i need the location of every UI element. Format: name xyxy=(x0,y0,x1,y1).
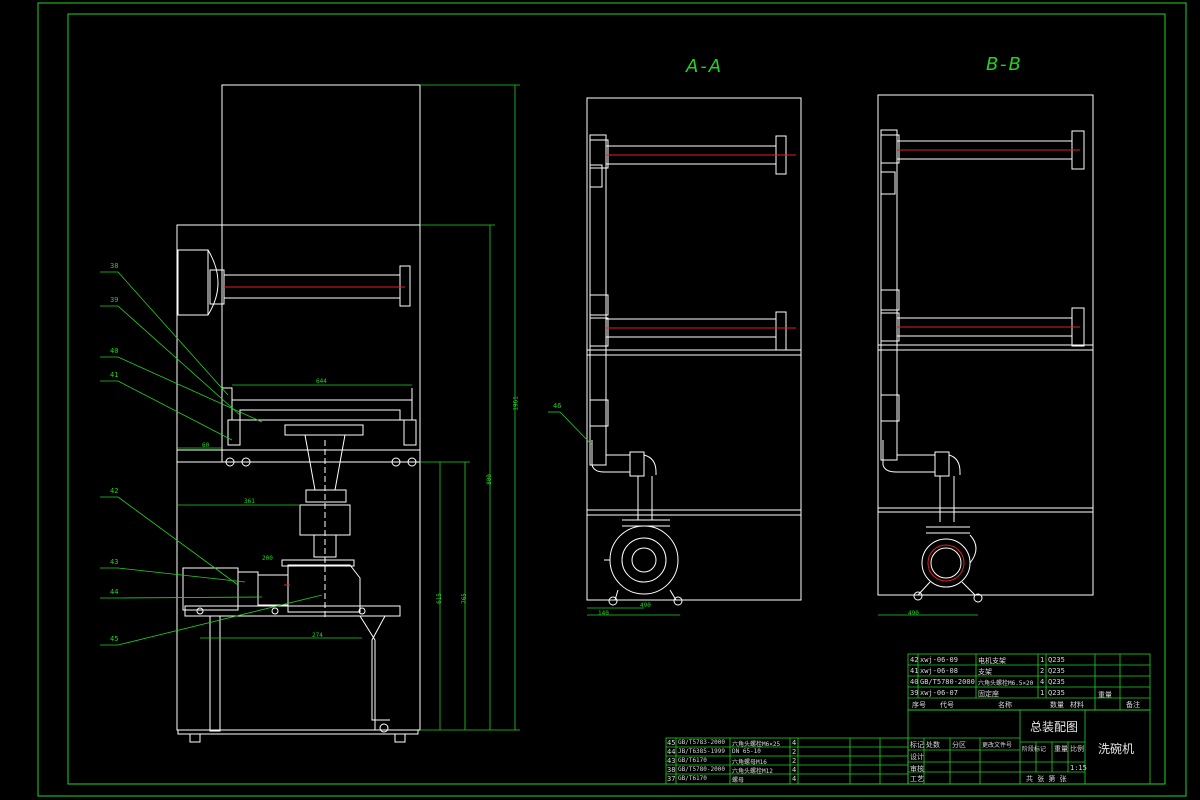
callout-45: 45 xyxy=(110,635,119,643)
part-qty: 2 xyxy=(792,757,797,765)
sheet-text: 共 张 第 张 xyxy=(1026,775,1067,783)
part-no: 38 xyxy=(667,766,676,774)
part-name: 六角头螺栓M12 xyxy=(732,768,773,775)
part-name: 六角头螺栓M6.5×20 xyxy=(978,680,1034,687)
part-code: GB/T5780-2000 xyxy=(678,766,725,773)
part-name: 支架 xyxy=(978,668,992,676)
part-code: GB/T5780-2000 xyxy=(920,678,975,686)
part-qty: 4 xyxy=(1040,678,1045,686)
section-a-centerlines xyxy=(606,154,796,329)
part-name: DN 65-10 xyxy=(732,748,761,755)
header-code: 代号 xyxy=(940,701,954,709)
part-code: GB/T5783-2000 xyxy=(678,739,725,746)
part-no: 45 xyxy=(667,739,676,747)
section-a-dims xyxy=(548,411,680,616)
part-name: 六角头螺栓M6×25 xyxy=(732,741,781,748)
part-code: xwj-06-08 xyxy=(920,667,958,675)
part-code: JB/T6385-1999 xyxy=(678,748,725,755)
main-dimension-lines xyxy=(177,84,520,731)
field-label: 比例 xyxy=(1070,745,1084,753)
header-weight: 重量 xyxy=(1098,691,1112,699)
inner-border xyxy=(67,13,1166,785)
dim-motor-offset: 200 xyxy=(262,555,273,562)
callout-39: 39 xyxy=(110,296,119,304)
part-qty: 1 xyxy=(1040,689,1045,697)
dim-a-base-left: 140 xyxy=(598,610,609,617)
section-b-view xyxy=(877,94,1094,603)
part-no: 39 xyxy=(910,689,919,697)
part-code: xwj-06-09 xyxy=(920,656,958,664)
dim-height-upper: 800 xyxy=(485,474,493,485)
field-label: 分区 xyxy=(952,741,966,749)
header-no: 序号 xyxy=(912,701,926,709)
part-code: xwj-06-07 xyxy=(920,689,958,697)
callout-46: 46 xyxy=(553,402,562,410)
callout-41: 41 xyxy=(110,371,119,379)
dim-a-base: 490 xyxy=(640,602,651,609)
part-no: 37 xyxy=(667,775,676,783)
part-no: 42 xyxy=(910,656,919,664)
scale-value: 1:15 xyxy=(1070,764,1087,772)
dim-height-mid: 765 xyxy=(460,593,468,604)
part-qty: 2 xyxy=(1040,667,1045,675)
field-label: 重量 xyxy=(1054,745,1068,753)
sign-row: 标记 xyxy=(910,741,924,749)
callout-44: 44 xyxy=(110,588,119,596)
section-b-label: B-B xyxy=(986,54,1023,75)
title-block-grid xyxy=(665,653,1151,785)
header-qty: 数量 xyxy=(1050,701,1064,709)
header-mat: 材料 xyxy=(1070,701,1084,709)
dim-height-total: 1961 xyxy=(512,396,520,411)
part-qty: 4 xyxy=(792,766,797,774)
part-no: 41 xyxy=(910,667,919,675)
dim-left-offset: 60 xyxy=(202,442,210,449)
part-code: GB/T6170 xyxy=(678,757,707,764)
dim-mid-width: 361 xyxy=(244,498,255,505)
dim-top-width: 644 xyxy=(316,378,327,385)
field-label: 更改文件号 xyxy=(982,742,1013,749)
part-qty: 4 xyxy=(792,775,797,783)
part-mat: Q235 xyxy=(1048,656,1065,664)
main-centerlines xyxy=(224,286,405,586)
part-code: GB/T6170 xyxy=(678,775,707,782)
product-name: 洗碗机 xyxy=(1098,742,1135,756)
outer-border xyxy=(37,2,1187,797)
callout-38: 38 xyxy=(110,262,119,270)
dim-base-width: 274 xyxy=(312,632,323,639)
part-mat: Q235 xyxy=(1048,678,1065,686)
part-qty: 1 xyxy=(1040,656,1045,664)
part-name: 六角螺母M16 xyxy=(732,759,767,766)
dim-height-lower: 615 xyxy=(435,593,443,604)
part-no: 44 xyxy=(667,748,676,756)
sign-row: 审核 xyxy=(910,765,924,773)
section-b-centerlines xyxy=(897,149,1080,582)
header-remark: 备注 xyxy=(1126,701,1140,709)
field-label: 处数 xyxy=(926,741,940,749)
part-qty: 4 xyxy=(792,739,797,747)
callout-43: 43 xyxy=(110,558,119,566)
part-no: 43 xyxy=(667,757,676,765)
part-no: 40 xyxy=(910,678,919,686)
part-mat: Q235 xyxy=(1048,667,1065,675)
part-name: 电机支架 xyxy=(978,657,1006,665)
header-name: 名称 xyxy=(998,701,1012,709)
field-label: 阶段标记 xyxy=(1022,746,1047,753)
drawing-title: 总装配图 xyxy=(1030,720,1079,734)
part-name: 固定座 xyxy=(978,690,999,698)
part-mat: Q235 xyxy=(1048,689,1065,697)
callout-leaders xyxy=(100,271,323,646)
sign-row: 设计 xyxy=(910,753,924,761)
sign-row: 工艺 xyxy=(910,775,924,783)
main-view xyxy=(176,84,421,743)
part-name: 螺母 xyxy=(732,777,745,784)
callout-42: 42 xyxy=(110,487,119,495)
section-a-view xyxy=(586,97,802,606)
callout-40: 40 xyxy=(110,347,119,355)
dim-b-base: 490 xyxy=(908,610,919,617)
section-a-label: A-A xyxy=(686,56,724,77)
part-qty: 2 xyxy=(792,748,797,756)
